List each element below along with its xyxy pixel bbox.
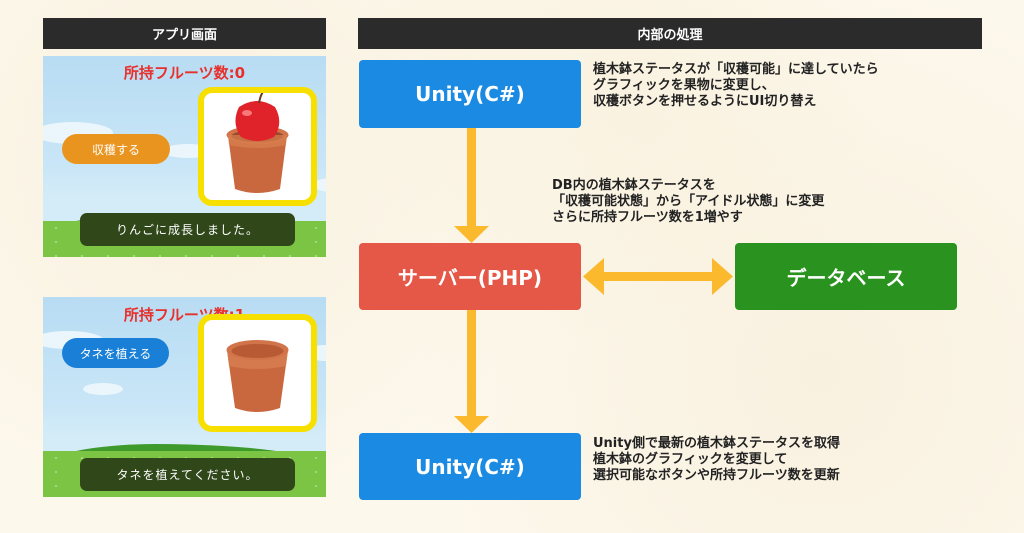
server-node: サーバー(PHP) — [359, 243, 581, 310]
unity-client-node-top: Unity(C#) — [359, 60, 581, 128]
internal-process-header: 内部の処理 — [358, 18, 982, 49]
database-node: データベース — [735, 243, 957, 310]
app-screen-header-label: アプリ画面 — [151, 28, 217, 43]
app-screen-header: アプリ画面 — [43, 18, 326, 49]
note-line: さらに所持フルーツ数を1増やす — [552, 210, 743, 225]
pot-display — [198, 87, 317, 206]
app-screen-idle: 所持フルーツ数:1 タネを植える タネを植えてください。 — [43, 297, 326, 497]
note-line: 選択可能なボタンや所持フルーツ数を更新 — [593, 468, 840, 483]
step3-note: Unity側で最新の植木鉢ステータスを取得 植木鉢のグラフィックを変更して 選択… — [593, 436, 840, 484]
arrow-server-to-unity — [454, 310, 489, 433]
node-label: サーバー(PHP) — [397, 266, 543, 290]
empty-pot-icon — [226, 340, 289, 412]
unity-client-node-bottom: Unity(C#) — [359, 433, 581, 500]
node-label: Unity(C#) — [415, 454, 525, 479]
arrow-server-database-bidirectional — [583, 258, 733, 295]
node-label: Unity(C#) — [415, 82, 525, 106]
app-screen-harvestable: 所持フルーツ数:0 収穫する りんごに成長しました。 — [43, 56, 326, 257]
note-line: DB内の植木鉢ステータスを — [552, 178, 716, 193]
pot-display — [198, 314, 317, 432]
internal-process-header-label: 内部の処理 — [637, 28, 703, 43]
fruit-counter: 所持フルーツ数:0 — [123, 64, 246, 82]
apple-in-pot-icon — [226, 90, 289, 193]
note-line: Unity側で最新の植木鉢ステータスを取得 — [593, 436, 840, 451]
plant-seed-button[interactable]: タネを植える — [62, 338, 169, 368]
harvest-button[interactable]: 収穫する — [62, 134, 170, 164]
step1-note: 植木鉢ステータスが「収穫可能」に達していたら グラフィックを果物に変更し、 収穫… — [593, 62, 879, 110]
note-line: グラフィックを果物に変更し、 — [593, 78, 775, 93]
note-line: 植木鉢ステータスが「収穫可能」に達していたら — [593, 62, 879, 77]
note-line: 植木鉢のグラフィックを変更して — [593, 452, 788, 467]
cloud — [83, 383, 123, 395]
status-message: タネを植えてください。 — [80, 458, 295, 491]
step2-note: DB内の植木鉢ステータスを 「収穫可能状態」から「アイドル状態」に変更 さらに所… — [552, 178, 824, 226]
arrow-unity-to-server — [454, 128, 489, 243]
node-label: データベース — [786, 266, 906, 290]
status-message: りんごに成長しました。 — [80, 213, 295, 246]
note-line: 「収穫可能状態」から「アイドル状態」に変更 — [552, 194, 825, 209]
note-line: 収穫ボタンを押せるようにUI切り替え — [593, 94, 817, 109]
